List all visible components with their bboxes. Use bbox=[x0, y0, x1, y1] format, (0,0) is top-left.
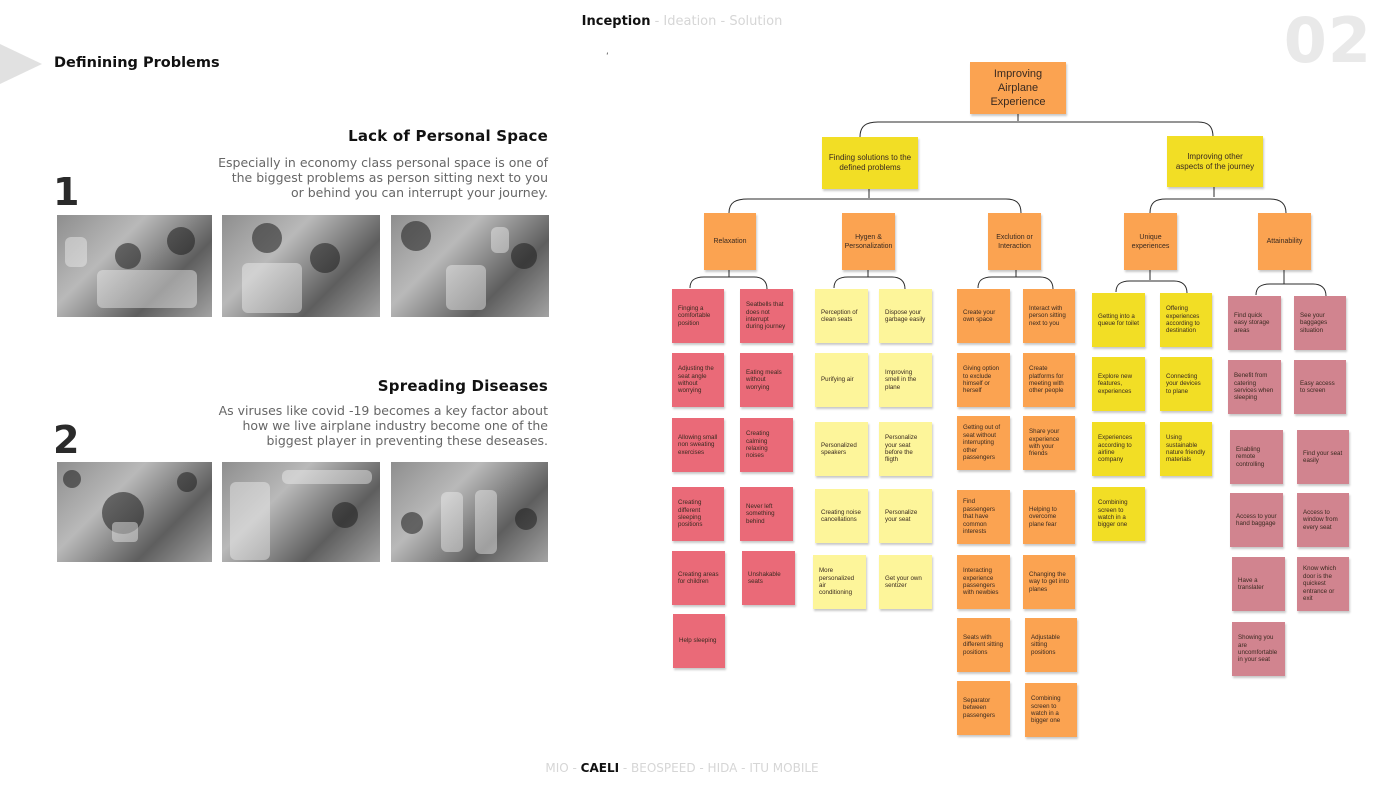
footer-link-hida[interactable]: HIDA bbox=[707, 761, 738, 775]
sticky-note: Find your seat easily bbox=[1297, 430, 1349, 484]
nav-separator: - bbox=[650, 14, 664, 29]
sticky-note: Find quick easy storage areas bbox=[1228, 296, 1281, 350]
sticky-note: Create your own space bbox=[957, 289, 1010, 343]
sticky-note: Seats with different sitting positions bbox=[957, 618, 1010, 672]
sticky-note: Have a translater bbox=[1232, 557, 1285, 611]
nav-solution[interactable]: Solution bbox=[729, 14, 783, 29]
sticky-note: Personalized speakers bbox=[815, 422, 868, 476]
sticky-note: Perception of clean seats bbox=[815, 289, 868, 343]
sticky-note: Benefit from catering services when slee… bbox=[1228, 360, 1281, 414]
page-number: 02 bbox=[1283, 4, 1372, 77]
sticky-note: Improving smell in the plane bbox=[879, 353, 932, 407]
section-title: Definining Problems bbox=[54, 55, 220, 71]
footer-link-mio[interactable]: MIO bbox=[545, 761, 569, 775]
footer-link-caeli[interactable]: CAELI bbox=[580, 761, 620, 775]
sticky-note: Combining screen to watch in a bigger on… bbox=[1092, 487, 1145, 541]
photo-annoyed-passenger bbox=[391, 215, 549, 317]
sticky-note: Giving option to exclude himself or hers… bbox=[957, 353, 1010, 407]
sticky-note: Showing you are uncomfortable in your se… bbox=[1232, 622, 1285, 676]
sticky-note: Get your own sentizer bbox=[879, 555, 932, 609]
footer-separator: - bbox=[737, 761, 750, 775]
sticky-note: Changing the way to get into planes bbox=[1023, 555, 1075, 609]
sticky-note: Getting into a queue for toilet bbox=[1092, 293, 1145, 347]
sticky-note: Interact with person sitting next to you bbox=[1023, 289, 1075, 343]
sticky-note: Access to window from every seat bbox=[1297, 493, 1349, 547]
problem-2-number: 2 bbox=[53, 418, 80, 462]
branch-note-solutions: Finding solutions to the defined problem… bbox=[822, 137, 918, 189]
stray-mark: ʻ bbox=[606, 52, 609, 62]
footer-link-beospeed[interactable]: BEOSPEED bbox=[631, 761, 696, 775]
nav-ideation[interactable]: Ideation bbox=[663, 14, 717, 29]
sticky-note: Using sustainable nature friendly materi… bbox=[1160, 422, 1212, 476]
footer-separator: - bbox=[568, 761, 581, 775]
problem-1-number: 1 bbox=[53, 170, 80, 214]
branch-note-other-aspects: Improving other aspects of the journey bbox=[1167, 136, 1263, 187]
sticky-note: Creating areas for children bbox=[672, 551, 725, 605]
sticky-note: Creating calming relaxing noises bbox=[740, 418, 793, 472]
project-nav: MIO - CAELI - BEOSPEED - HIDA - ITU MOBI… bbox=[0, 761, 1364, 775]
sticky-note: Unshakable seats bbox=[742, 551, 795, 605]
photo-passenger-leaning bbox=[222, 215, 380, 317]
sticky-note: Finging a comfortable position bbox=[672, 289, 724, 343]
sticky-note: Seatbells that does not interrupt during… bbox=[740, 289, 793, 343]
sticky-note: Purifying air bbox=[815, 353, 868, 407]
sticky-note: Allowing small non sweating exercises bbox=[672, 418, 724, 472]
sticky-note: Offering experiences according to destin… bbox=[1160, 293, 1212, 347]
sticky-note: Eating meals without worrying bbox=[740, 353, 793, 407]
sticky-note: Connecting your devices to plane bbox=[1160, 357, 1212, 411]
problem-1-title: Lack of Personal Space bbox=[348, 127, 548, 145]
sticky-note: Enabling remote controlling bbox=[1230, 430, 1283, 484]
sticky-note: Creating different sleeping positions bbox=[672, 487, 724, 541]
sticky-note: See your baggages situation bbox=[1294, 296, 1346, 350]
sticky-note: Adjusting the seat angle without worryin… bbox=[672, 353, 724, 407]
problem-2-description: As viruses like covid -19 becomes a key … bbox=[218, 403, 548, 448]
problem-1-description: Especially in economy class personal spa… bbox=[218, 155, 548, 200]
photo-passengers-cramped bbox=[57, 215, 212, 317]
footer-separator: - bbox=[695, 761, 708, 775]
mindmap-root-note: Improving Airplane Experience bbox=[970, 62, 1066, 114]
sticky-note: Find passengers that have common interes… bbox=[957, 490, 1010, 544]
photo-temperature-check bbox=[222, 462, 380, 562]
sticky-note: Adjustable sitting positions bbox=[1025, 618, 1077, 672]
nav-inception[interactable]: Inception bbox=[581, 14, 651, 29]
photo-masked-passenger bbox=[57, 462, 212, 562]
sticky-note: Know which door is the quickest entrance… bbox=[1297, 557, 1349, 611]
sticky-note: Interacting experience passengers with n… bbox=[957, 555, 1010, 609]
category-note-unique: Unique experiences bbox=[1124, 213, 1177, 270]
sticky-note: Personalize your seat before the fligth bbox=[879, 422, 932, 476]
sticky-note: Create platforms for meeting with other … bbox=[1023, 353, 1075, 407]
category-note-exclution: Exclution or Interaction bbox=[988, 213, 1041, 270]
sticky-note: Experiences according to airline company bbox=[1092, 422, 1145, 476]
sticky-note: Easy access to screen bbox=[1294, 360, 1346, 414]
sticky-note: Dispose your garbage easily bbox=[879, 289, 932, 343]
category-note-hygen: Hygen & Personalization bbox=[842, 213, 895, 270]
category-note-relaxation: Relaxation bbox=[704, 213, 756, 270]
sticky-note: Help sleeping bbox=[673, 614, 725, 668]
sticky-note: Separator between passengers bbox=[957, 681, 1010, 735]
nav-separator: - bbox=[716, 14, 730, 29]
sticky-note: Personalize your seat bbox=[879, 489, 932, 543]
problem-2-title: Spreading Diseases bbox=[377, 377, 548, 395]
photo-cabin-disinfection bbox=[391, 462, 548, 562]
sticky-note: Combining screen to watch in a bigger on… bbox=[1025, 683, 1077, 737]
corner-triangle-icon bbox=[0, 44, 42, 84]
sticky-note: Explore new features, experiences bbox=[1092, 357, 1145, 411]
sticky-note: Getting out of seat without interrupting… bbox=[957, 416, 1010, 470]
progress-nav: Inception - Ideation - Solution bbox=[0, 14, 1364, 29]
sticky-note: Helping to overcome plane fear bbox=[1023, 490, 1075, 544]
footer-link-itu-mobile[interactable]: ITU MOBILE bbox=[749, 761, 819, 775]
sticky-note: More personalized air conditioning bbox=[813, 555, 866, 609]
sticky-note: Never left something behind bbox=[740, 487, 793, 541]
sticky-note: Creating noise cancellations bbox=[815, 489, 868, 543]
footer-separator: - bbox=[619, 761, 632, 775]
sticky-note: Access to your hand baggage bbox=[1230, 493, 1283, 547]
category-note-attainability: Attainability bbox=[1258, 213, 1311, 270]
sticky-note: Share your experience with your friends bbox=[1023, 416, 1075, 470]
